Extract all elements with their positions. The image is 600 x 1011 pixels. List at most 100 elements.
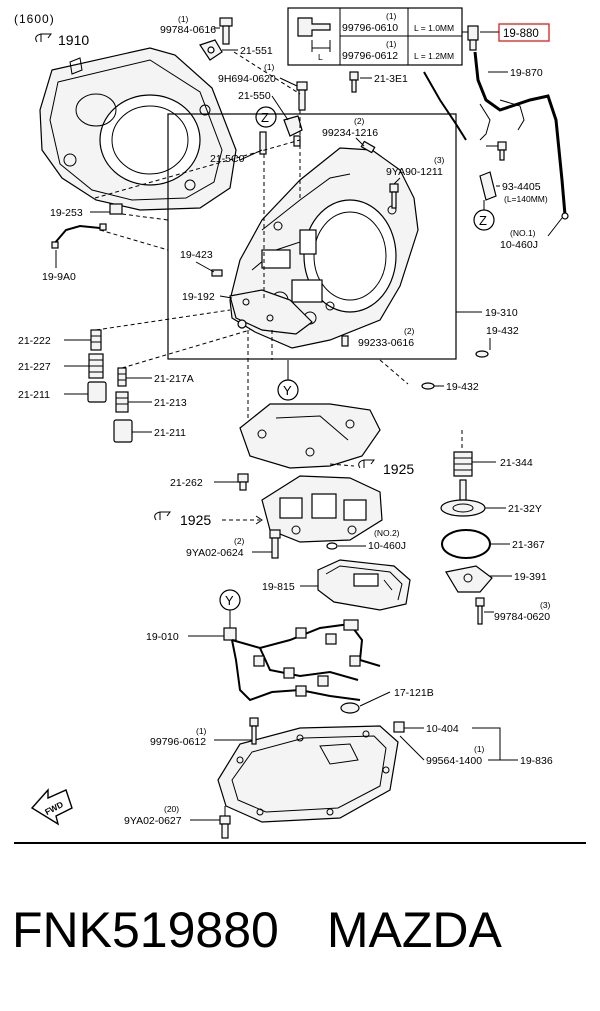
label-99234-qty: (2)	[354, 116, 365, 126]
ref-1925-b: 1925	[154, 511, 211, 528]
label-10-404: 10-404	[426, 723, 459, 735]
bolt-99796-0612	[249, 717, 259, 745]
label-10-460j-2: 10-460J	[368, 540, 406, 552]
valve-body-lower	[261, 475, 383, 543]
group-code: (1600)	[14, 12, 55, 26]
label-21-211-b: 21-211	[154, 427, 186, 439]
spring-21-213	[115, 391, 129, 413]
dipstick-cap-19-880	[467, 25, 479, 51]
label-21-550: 21-550	[238, 90, 271, 102]
label-19-870: 19-870	[510, 67, 543, 79]
svg-text:Z: Z	[261, 110, 269, 125]
inset-row2-qty: (1)	[386, 39, 397, 49]
spring-21-222	[90, 329, 102, 351]
fwd-arrow-icon: FWD	[30, 788, 73, 826]
bolt-99784-0616	[214, 17, 233, 45]
valve-21-211-a	[87, 381, 107, 403]
label-99233: 99233-0616	[358, 337, 414, 349]
inset-dim-label: L	[318, 52, 323, 62]
oring-10-460j-1	[561, 212, 569, 220]
spring-21-344	[453, 451, 473, 477]
pipe-21-5c0	[259, 131, 267, 155]
inset-row1-part: 99796-0610	[342, 22, 398, 34]
oil-filter-19-815	[317, 559, 411, 611]
plug-21-3e1	[349, 71, 359, 93]
label-21-211-a: 21-211	[18, 389, 50, 401]
sensor-21-550	[283, 115, 303, 147]
label-21-344: 21-344	[500, 457, 533, 469]
label-99233-qty: (2)	[404, 326, 415, 336]
label-99796-0612-qty: (1)	[196, 726, 207, 736]
label-19-310: 19-310	[485, 307, 518, 319]
label-9h694-qty: (1)	[264, 62, 275, 72]
label-21-213: 21-213	[154, 397, 187, 409]
label-19-815: 19-815	[262, 581, 295, 593]
brand-name: MAZDA	[326, 902, 502, 958]
tube-19-9a0	[51, 223, 107, 249]
label-93-4405-note: (L=140MM)	[504, 194, 548, 204]
parts-diagram: (1600) 1910 (1) 99784-0616 21-551 (1) 9H…	[14, 7, 569, 839]
valve-body-upper-plate	[239, 403, 381, 469]
label-99784-0620: 99784-0620	[494, 611, 550, 623]
svg-text:1910: 1910	[58, 32, 89, 48]
bolt-9h694	[296, 81, 308, 111]
transmission-body	[229, 147, 419, 349]
label-19-432-b: 19-432	[446, 381, 479, 393]
label-99784-0620-qty: (3)	[540, 600, 551, 610]
label-99564: 99564-1400	[426, 755, 482, 767]
label-21-32y: 21-32Y	[508, 503, 542, 515]
label-9ya90: 9YA90-1211	[386, 166, 443, 178]
label-9h694: 9H694-0620	[218, 73, 276, 85]
label-19-423: 19-423	[180, 249, 213, 261]
label-21-367: 21-367	[512, 539, 545, 551]
highlighted-part-19-880: 19-880	[498, 23, 550, 42]
svg-text:Z: Z	[479, 213, 487, 228]
shim-inset: L (1) 99796-0610 L = 1.0MM (1) 99796-061…	[287, 7, 463, 66]
label-99796-0612: 99796-0612	[150, 736, 206, 748]
label-19-836: 19-836	[520, 755, 553, 767]
callout-z-right: Z	[473, 209, 495, 231]
svg-text:Y: Y	[283, 383, 292, 398]
label-21-227: 21-227	[18, 361, 51, 373]
inset-row1-qty: (1)	[386, 11, 397, 21]
label-9ya02-0627: 9YA02-0627	[124, 815, 182, 827]
label-19-010: 19-010	[146, 631, 179, 643]
label-9ya90-qty: (3)	[434, 155, 445, 165]
label-21-222: 21-222	[18, 335, 51, 347]
bolt-19-192	[237, 319, 247, 329]
label-17-121b: 17-121B	[394, 687, 434, 699]
part-19-423	[211, 269, 223, 277]
magnet-17-121b	[340, 702, 360, 714]
bolt-21-262	[237, 473, 249, 491]
divider	[14, 842, 586, 844]
oring-21-367	[441, 529, 491, 559]
label-93-4405: 93-4405	[502, 181, 541, 193]
svg-text:Y: Y	[225, 593, 234, 608]
dipstick-tube-19-870	[423, 51, 567, 216]
oil-pan-19-836	[217, 725, 399, 823]
inset-row2-part: 99796-0612	[342, 50, 398, 62]
bolt-99784-0620	[475, 597, 485, 625]
bolt-dipstick	[497, 141, 507, 161]
label-9ya02-0627-qty: (20)	[164, 804, 179, 814]
assembly-box-19-310	[167, 113, 457, 360]
callout-y-lower: Y	[219, 589, 241, 611]
ref-1925-a: 1925	[358, 459, 414, 477]
ref-1910: 1910	[35, 32, 89, 48]
label-9ya02-0624-qty: (2)	[234, 536, 245, 546]
label-21-5c0: 21-5C0	[210, 153, 245, 165]
label-19-192: 19-192	[182, 291, 215, 303]
label-99784-0616-qty: (1)	[178, 14, 189, 24]
drain-plug-10-404	[393, 721, 405, 733]
label-19-391: 19-391	[514, 571, 547, 583]
callout-y-upper: Y	[277, 379, 299, 401]
bracket-21-551	[199, 39, 223, 61]
spring-21-217a	[117, 367, 127, 387]
bolt-9ya02-0624	[269, 529, 281, 559]
label-99234: 99234-1216	[322, 127, 378, 139]
label-10-460j-1-note: (NO.1)	[510, 228, 536, 238]
svg-text:1925: 1925	[180, 512, 211, 528]
inset-row2-spec: L = 1.2MM	[414, 51, 454, 61]
wiring-harness-19-010	[223, 619, 381, 702]
